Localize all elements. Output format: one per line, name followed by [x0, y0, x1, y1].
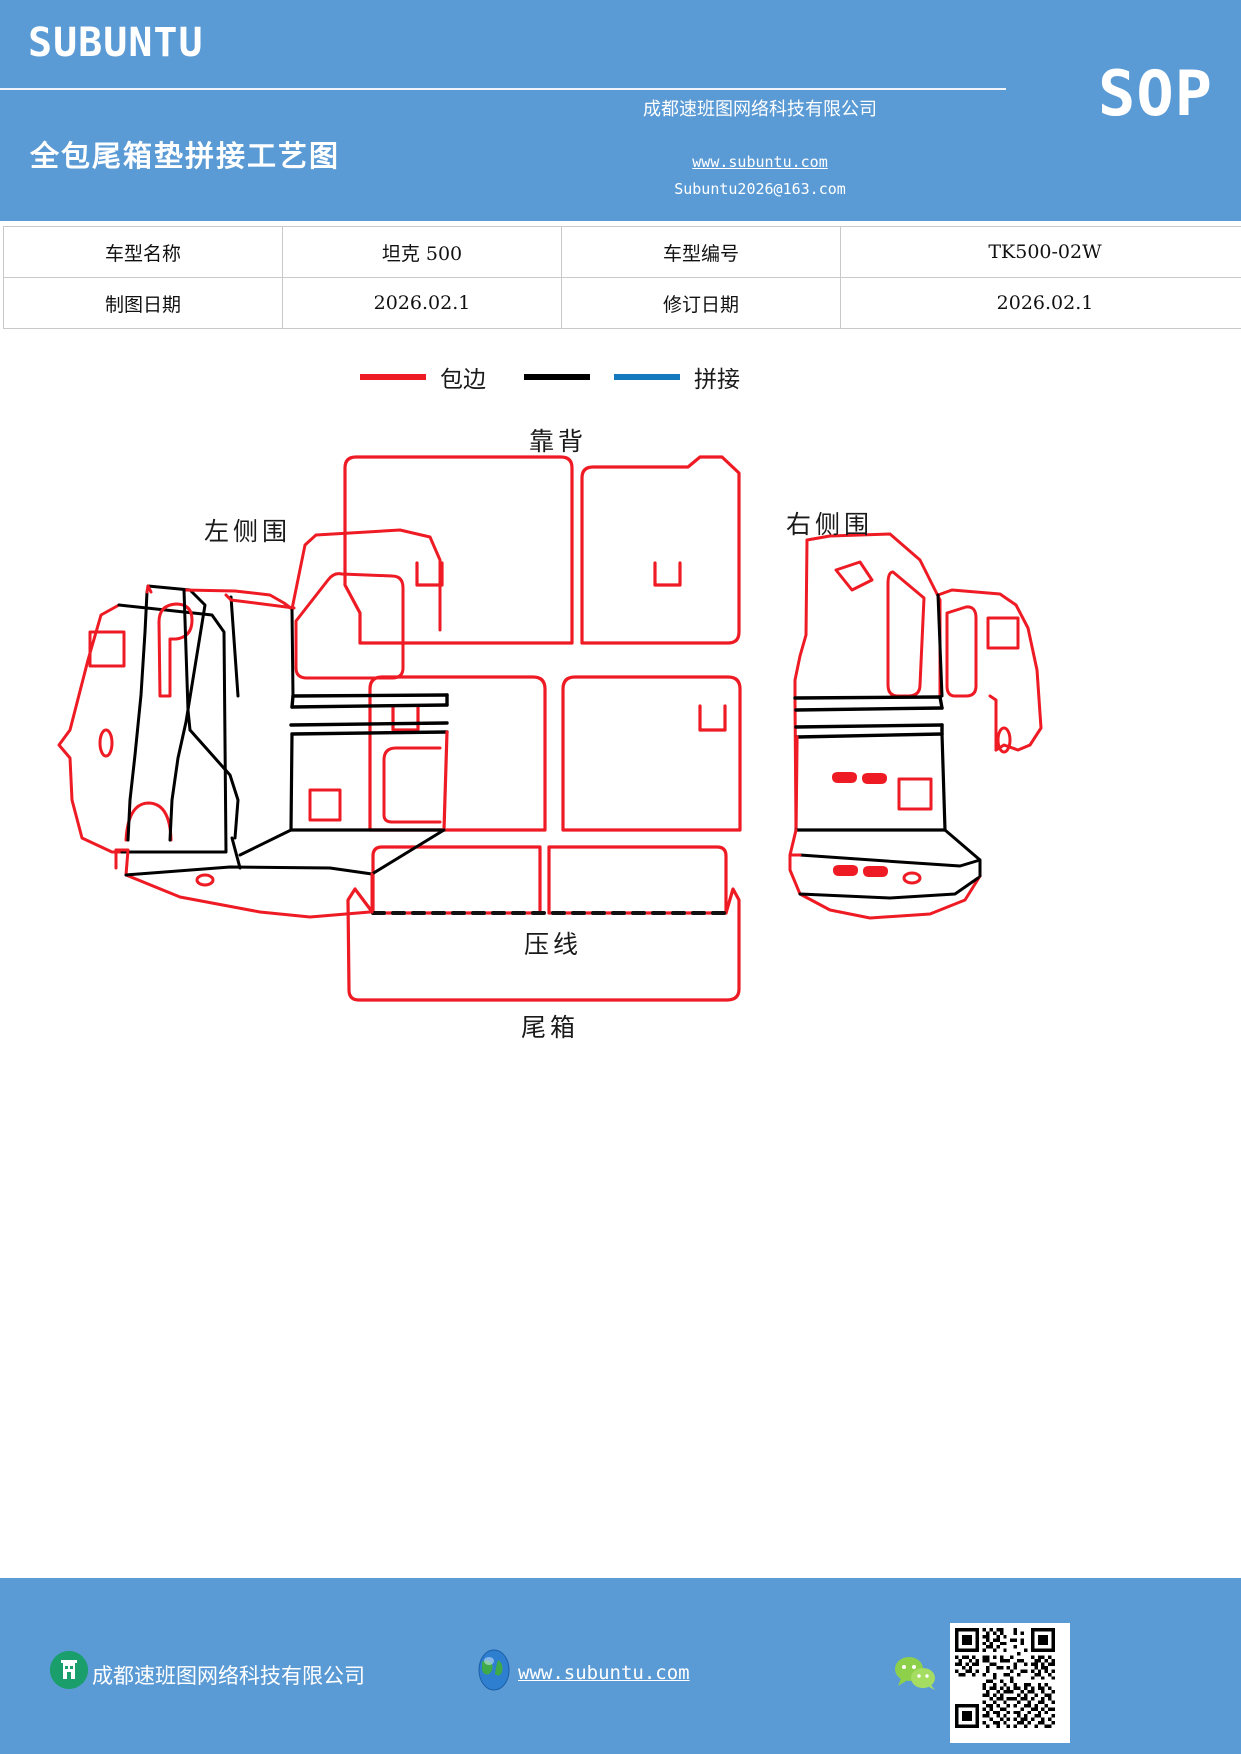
model-code-value: TK500-02W — [840, 226, 1241, 278]
model-code-label: 车型编号 — [561, 226, 841, 278]
table-row: 制图日期 2026.02.1 修订日期 2026.02.1 — [3, 277, 1241, 329]
legend-label-splice: 拼接 — [694, 367, 740, 393]
cushion-panels — [368, 675, 742, 832]
globe-icon — [476, 1648, 512, 1692]
brand-logo: SUBUNTU — [28, 20, 204, 66]
label-trunk: 尾箱 — [521, 1013, 580, 1042]
legend: 包边 拼接 — [0, 360, 1241, 400]
table-row: 车型名称 坦克 500 车型编号 TK500-02W — [3, 226, 1241, 278]
legend-label-binding: 包边 — [440, 367, 486, 393]
revise-date-value: 2026.02.1 — [840, 277, 1241, 329]
draw-date-value: 2026.02.1 — [282, 277, 562, 329]
right-side-panel-group — [788, 532, 1043, 920]
page-header: SUBUNTU 全包尾箱垫拼接工艺图 SOP 成都速班图网络科技有限公司 www… — [0, 0, 1241, 221]
blue-line-swatch — [614, 374, 680, 380]
black-line-swatch — [524, 374, 590, 380]
label-right-side: 右侧围 — [786, 510, 874, 539]
red-line-swatch — [360, 374, 426, 380]
label-left-side: 左侧围 — [204, 517, 292, 546]
header-email: Subuntu2026@163.com — [674, 180, 846, 198]
revise-date-label: 修订日期 — [561, 277, 841, 329]
building-icon — [50, 1651, 88, 1689]
pattern-drawing: 靠背 左侧围 右侧围 压线 尾箱 — [0, 400, 1241, 1080]
vehicle-info-table: 车型名称 坦克 500 车型编号 TK500-02W 制图日期 2026.02.… — [3, 226, 1241, 329]
backrest-panels — [343, 455, 741, 645]
sop-badge: SOP — [1098, 57, 1213, 130]
footer-website-link[interactable]: www.subuntu.com — [518, 1662, 690, 1684]
drawing-canvas — [57, 455, 1043, 1002]
trunk-mat — [346, 845, 741, 1002]
header-company-name: 成都速班图网络科技有限公司 — [643, 99, 877, 120]
model-name-value: 坦克 500 — [282, 226, 562, 278]
page-title: 全包尾箱垫拼接工艺图 — [30, 139, 341, 173]
header-divider — [0, 88, 1006, 90]
footer-company-name: 成都速班图网络科技有限公司 — [92, 1664, 365, 1688]
draw-date-label: 制图日期 — [3, 277, 283, 329]
label-backrest: 靠背 — [529, 427, 588, 456]
label-crease-line: 压线 — [524, 930, 583, 959]
page-footer: 成都速班图网络科技有限公司 www.subuntu.com — [0, 1578, 1241, 1754]
qr-code-icon — [950, 1623, 1070, 1743]
header-website-link[interactable]: www.subuntu.com — [692, 153, 828, 171]
model-name-label: 车型名称 — [3, 226, 283, 278]
left-side-panel-group — [57, 528, 449, 919]
wechat-icon — [893, 1656, 939, 1690]
